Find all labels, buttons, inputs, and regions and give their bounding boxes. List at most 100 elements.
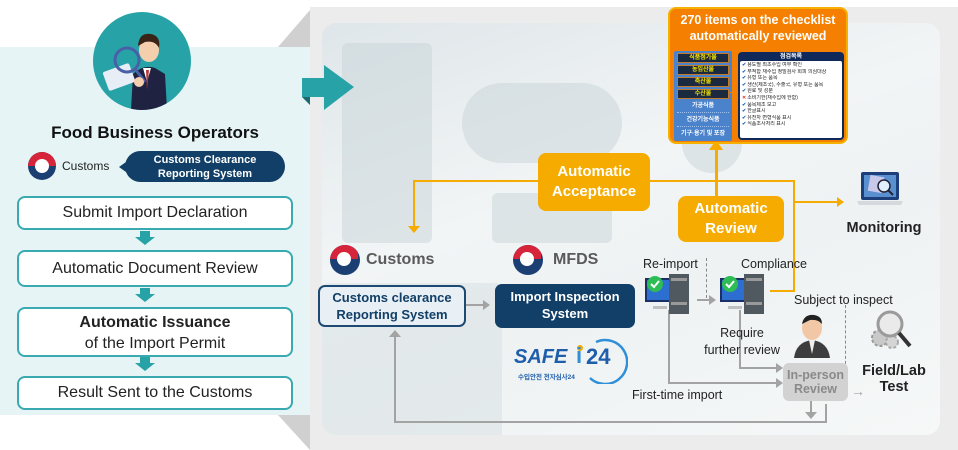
fold-corner-bottom: [278, 415, 310, 450]
return-line-left: [394, 332, 396, 422]
checklist-item: ✔부적합 재수입 정밀검사 회피 의심대상: [742, 69, 840, 76]
checklist-item-label: 식품조사처리 표시: [747, 121, 786, 128]
compliance-line: [770, 290, 795, 292]
safe-number: 24: [586, 344, 611, 369]
checklist-item-label: 유형 또는 품목: [747, 75, 778, 82]
inperson-down-line: [810, 400, 812, 414]
step-label: Submit Import Declaration: [62, 204, 248, 221]
laptop-monitoring-icon: [857, 172, 903, 205]
customs-row: Customs Customs Clearance Reporting Syst…: [28, 150, 288, 182]
category-item: 수산물: [677, 89, 729, 99]
checkmark-icon: ✔: [742, 114, 747, 121]
cross-icon: ✕: [742, 94, 747, 101]
further-line-h: [739, 367, 778, 369]
checkmark-icon: ✔: [742, 75, 747, 82]
safe-i24-ring-icon: [577, 338, 628, 384]
checklist-item: ✔품목제조 보고: [742, 102, 840, 109]
return-line-bottom: [394, 421, 826, 423]
automatic-review-box: Automatic Review: [678, 196, 784, 242]
customs-clearance-reporting-system-box: Customs clearance Reporting System: [318, 285, 466, 327]
subject-to-inspect-label: Subject to inspect: [794, 293, 893, 307]
acceptance-down-line: [413, 180, 415, 228]
step-label: of the Import Permit: [84, 335, 226, 352]
step-label-bold: Automatic Issuance: [79, 314, 231, 331]
category-item: 가공식품: [677, 101, 729, 113]
checklist-panel: 270 items on the checklist automatically…: [668, 7, 848, 144]
inspector-person-icon: [794, 314, 830, 358]
system-connector-line: [465, 304, 485, 306]
label-line-1: Require: [720, 326, 764, 340]
firsttime-line-v: [668, 310, 670, 383]
box-line-1: Customs clearance: [332, 290, 452, 305]
customs-org-label: Customs: [366, 251, 435, 268]
checkmark-icon: ✔: [742, 81, 747, 88]
i-glyph: i: [576, 343, 583, 368]
re-import-label: Re-import: [643, 257, 698, 271]
box-line-1: In-person: [787, 368, 844, 382]
items-list: ✔용도별 최초수입 여부 확인✔부적합 재수입 정밀검사 회피 의심대상✔유형 …: [740, 61, 842, 138]
reimport-line: [697, 299, 711, 301]
checklist-item-label: 소비기한(재수입에 한함): [747, 94, 798, 101]
arrow-right-icon: →: [851, 383, 865, 399]
category-item: 농임산물: [677, 65, 729, 75]
category-item: 축산물: [677, 77, 729, 87]
korea-government-emblem-icon: [330, 245, 360, 275]
safe-subtitle: 수입안전 전자심사24: [518, 374, 575, 381]
items-header: 점검목록: [779, 54, 803, 60]
computer-approved-icon: [720, 274, 764, 314]
firsttime-line-h: [668, 382, 778, 384]
further-line-v: [739, 310, 741, 368]
pill-line-2: Reporting System: [157, 168, 253, 180]
box-line-2: Acceptance: [551, 183, 637, 200]
checklist-item: ✔유형 또는 품목: [742, 75, 840, 82]
customs-clearance-reporting-system-pill: Customs Clearance Reporting System: [119, 151, 285, 182]
category-item: 기구·용기 및 포장: [681, 131, 725, 137]
checklist-items-box: 점검목록 ✔용도별 최초수입 여부 확인✔부적합 재수입 정밀검사 회피 의심대…: [738, 52, 844, 140]
fold-corner-top: [278, 10, 310, 47]
in-person-review-box: In-person Review: [783, 363, 848, 401]
arrow-head-icon: [837, 197, 844, 207]
category-item: 식품첨가물: [677, 53, 729, 63]
box-line-2: Review: [705, 220, 757, 237]
checklist-title-line-2: automatically reviewed: [689, 29, 827, 43]
arrow-head-icon: [776, 363, 783, 373]
step-label: Automatic Document Review: [52, 260, 258, 277]
checkmark-icon: ✔: [742, 121, 747, 128]
arrow-head-icon: [805, 412, 817, 419]
checklist-item: ✔원료 및 성분: [742, 88, 840, 95]
automatic-acceptance-box: Automatic Acceptance: [538, 153, 650, 211]
safe-i24-logo: SAFE i 24 수입안전 전자심사24: [510, 338, 630, 386]
checkmark-icon: ✔: [742, 68, 747, 75]
food-business-operators-title: Food Business Operators: [51, 123, 259, 142]
checklist-item: ✔생산(제조국), 수출국, 유형 또는 품목: [742, 82, 840, 89]
box-line-1: Automatic: [694, 200, 768, 217]
checklist-item-label: 유전자 변형식품 표시: [747, 114, 792, 121]
checklist-item-label: 부적합 재수입 정밀검사 회피 의심대상: [747, 68, 827, 75]
box-line-1: Automatic: [557, 163, 631, 180]
arrow-up-icon: [709, 140, 723, 150]
computer-approved-icon: [645, 274, 689, 314]
checklist-title: 270 items on the checklist automatically…: [670, 12, 846, 44]
checkmark-icon: ✔: [742, 88, 747, 95]
arrow-up-icon: [389, 330, 401, 337]
dashed-divider: [706, 258, 707, 298]
checkmark-icon: ✔: [742, 108, 747, 115]
step-automatic-document-review: Automatic Document Review: [17, 250, 293, 287]
monitoring-line: [793, 201, 839, 203]
box-line-2: Reporting System: [336, 307, 448, 322]
arrow-head-icon: [709, 295, 716, 305]
category-item: 건강기능식품: [677, 115, 729, 127]
review-top-line: [703, 180, 794, 182]
step-automatic-issuance: Automatic Issuance of the Import Permit: [17, 307, 293, 357]
import-inspection-system-box: Import Inspection System: [495, 284, 635, 328]
compliance-label: Compliance: [741, 257, 808, 271]
box-line-1: Import Inspection: [510, 289, 620, 304]
step-submit-import-declaration: Submit Import Declaration: [17, 196, 293, 230]
checkmark-icon: ✔: [742, 62, 747, 68]
checklist-item-label: 생산(제조국), 수출국, 유형 또는 품목: [747, 81, 824, 88]
step-label: Result Sent to the Customs: [57, 384, 253, 401]
require-further-review-label: Require further review: [695, 325, 789, 359]
field-lab-test-label: Field/Lab Test: [856, 363, 932, 395]
mfds-org-label: MFDS: [553, 251, 599, 268]
safe-text: SAFE: [514, 346, 568, 368]
